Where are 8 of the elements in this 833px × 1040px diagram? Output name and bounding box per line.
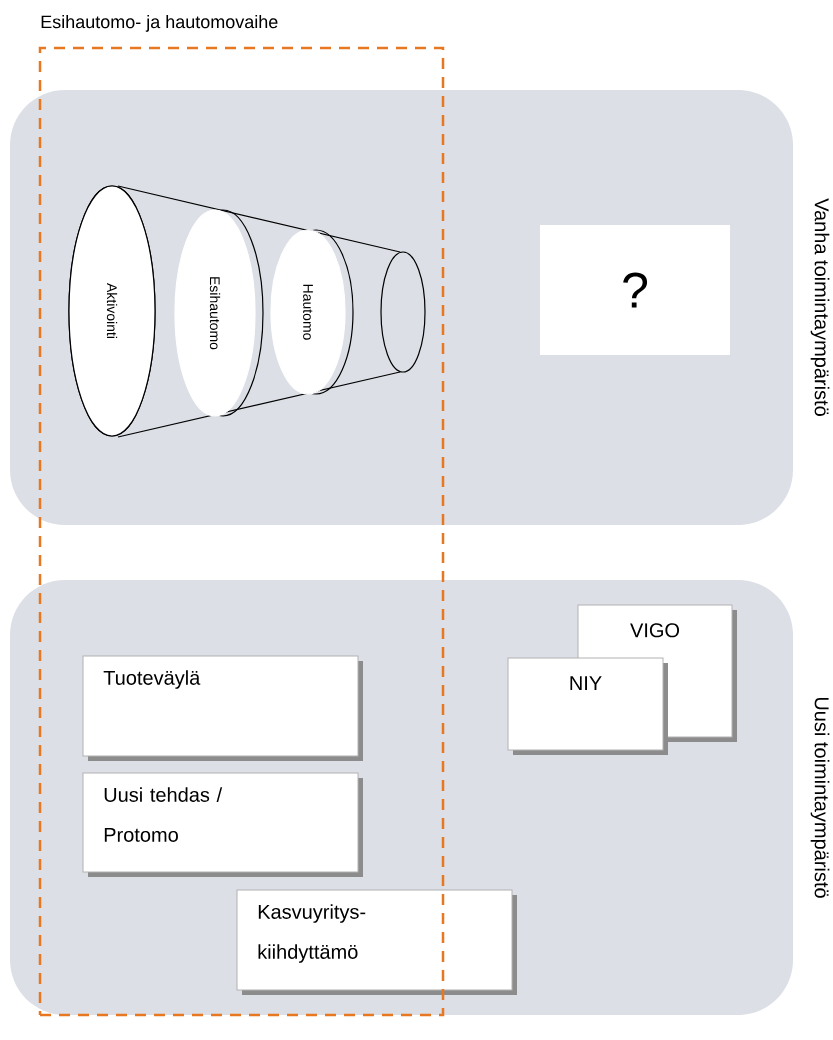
text-box: Uusi tehdas / Protomo xyxy=(82,772,363,877)
panel-label: Uusi toimintaympäristö xyxy=(810,697,830,898)
question-box: ? xyxy=(540,225,730,355)
frame-title: Esihautomo- ja hautomovaihe xyxy=(41,15,278,32)
text-box: Kasvuyritys- kiihdyttämö xyxy=(236,889,517,995)
text-box: NIY xyxy=(507,657,668,755)
panel-label: Vanha toimintaympäristö xyxy=(810,198,830,416)
text-box: Tuoteväylä xyxy=(82,655,363,761)
